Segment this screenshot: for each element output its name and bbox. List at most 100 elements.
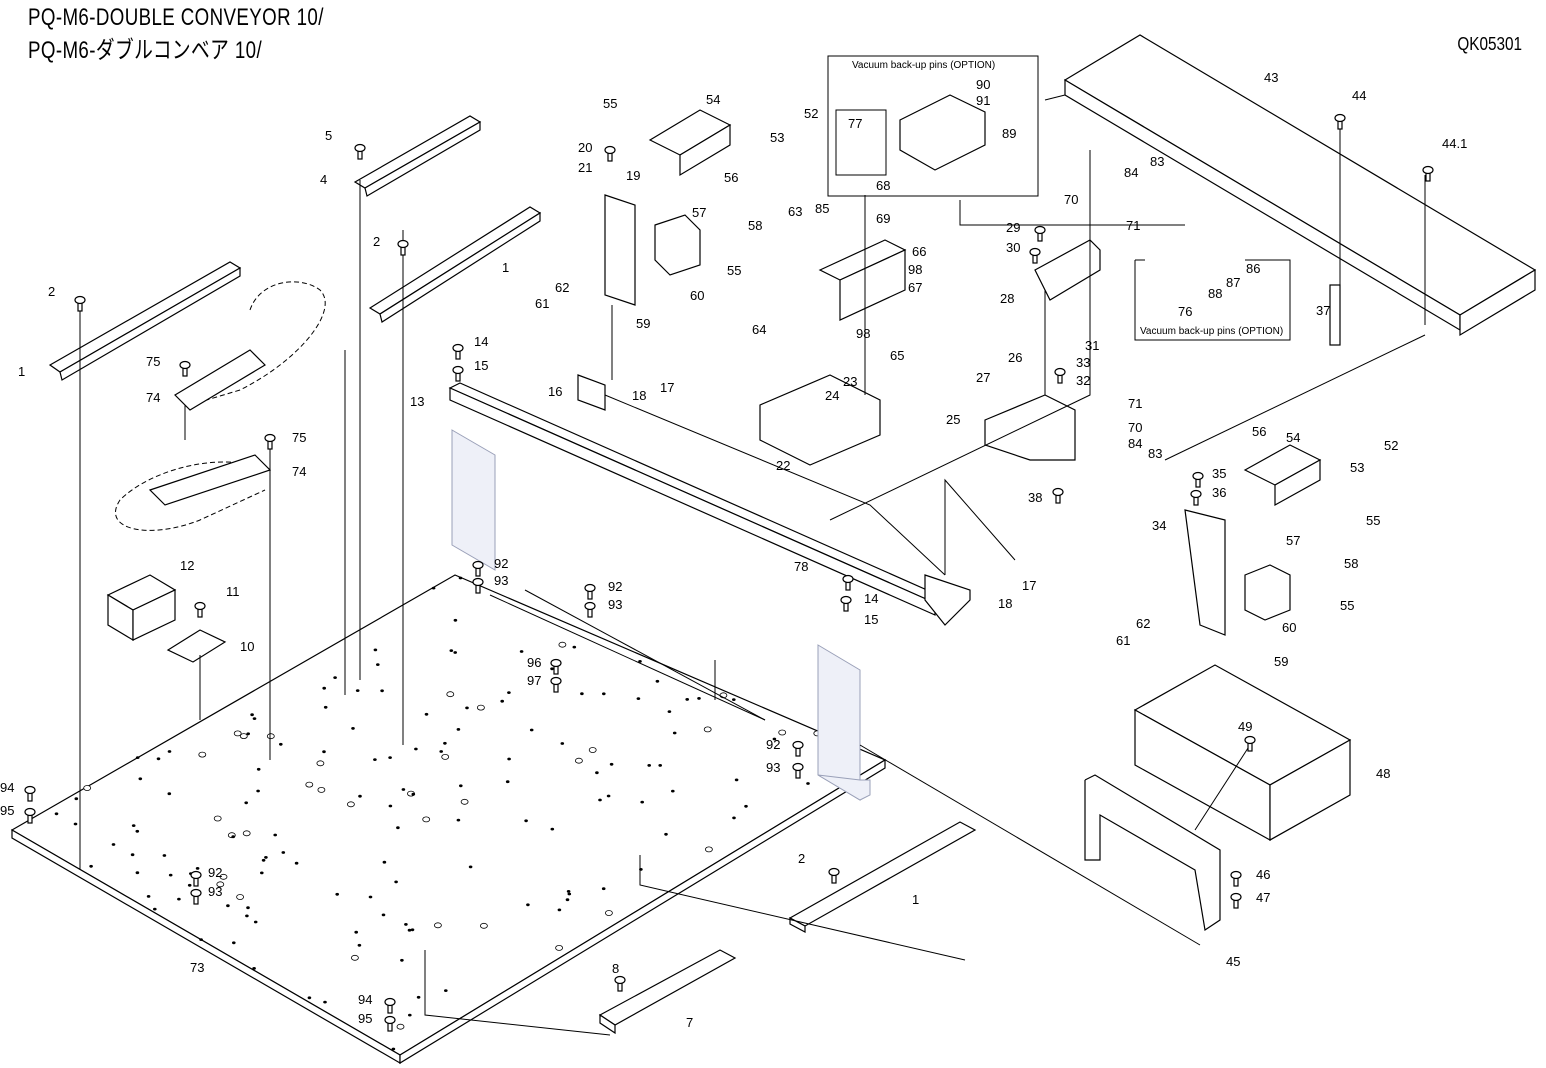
plate-hole [244, 801, 248, 805]
screw-icon [584, 601, 596, 618]
plate-hole [443, 741, 447, 745]
plate-hole [550, 827, 555, 831]
plate-hole [453, 618, 458, 622]
plate-hole [357, 943, 362, 947]
diagram-title-english: PQ-M6-DOUBLE CONVEYOR 10/ [28, 4, 324, 31]
rail-top [353, 115, 482, 197]
part-callout-75: 75 [146, 354, 160, 369]
plate-hole [458, 576, 463, 580]
plate-hole [772, 737, 777, 741]
plate-hole [131, 824, 136, 827]
plate-hole [671, 789, 675, 793]
screw-icon [179, 360, 191, 377]
plate-hole [373, 648, 378, 652]
part-callout-21: 21 [578, 160, 592, 175]
screw-icon [384, 1015, 396, 1032]
plate-hole [323, 1000, 327, 1004]
part-callout-47: 47 [1256, 890, 1270, 905]
screw-icon [550, 676, 562, 693]
plate-hole [697, 697, 701, 700]
plate-hole [358, 794, 362, 798]
plate-hole [560, 742, 565, 745]
plate-hole [524, 819, 528, 823]
plate-hole [294, 861, 299, 865]
part-callout-92: 92 [494, 556, 508, 571]
part-callout-87: 87 [1226, 275, 1240, 290]
plate-hole [456, 728, 461, 731]
plate-hole [500, 699, 505, 703]
part-callout-57: 57 [1286, 533, 1300, 548]
part-callout-83: 83 [1150, 154, 1164, 169]
plate-hole [391, 1047, 396, 1051]
screw-icon [1190, 489, 1202, 506]
plate-hole [256, 767, 261, 771]
part-callout-53: 53 [1350, 460, 1364, 475]
screw-icon [24, 785, 36, 802]
screw-icon [190, 888, 202, 905]
part-callout-74: 74 [146, 390, 160, 405]
plate-hole [444, 989, 448, 992]
plate-hole [566, 890, 571, 893]
plate-hole [414, 747, 418, 751]
part-callout-98: 98 [856, 326, 870, 341]
part-callout-34: 34 [1152, 518, 1166, 533]
screw-icon [828, 867, 840, 884]
plate-hole [408, 1013, 412, 1017]
plate-hole [460, 798, 469, 805]
plate-hole [388, 756, 392, 759]
part-callout-91: 91 [976, 93, 990, 108]
plate-hole [167, 750, 172, 753]
part-callout-68: 68 [876, 178, 890, 193]
plate-hole [638, 660, 642, 663]
plate-hole [322, 750, 326, 754]
plate-hole [138, 777, 143, 781]
screw-icon [264, 433, 276, 450]
plate-hole [266, 733, 275, 740]
plate-hole [479, 922, 488, 929]
plate-hole [602, 692, 606, 696]
part-callout-69: 69 [876, 211, 890, 226]
plate-hole [135, 871, 140, 875]
plate-hole [453, 651, 458, 654]
plate-hole [373, 758, 377, 761]
part-callout-92: 92 [608, 579, 622, 594]
part-callout-23: 23 [843, 374, 857, 389]
part-callout-58: 58 [748, 218, 762, 233]
plate-hole [529, 728, 534, 732]
part-callout-4: 4 [320, 172, 327, 187]
plate-hole [199, 938, 203, 941]
plate-hole [476, 704, 485, 711]
part-callout-29: 29 [1006, 220, 1020, 235]
plate-hole [380, 689, 384, 693]
plate-hole [664, 832, 668, 836]
screw-icon [604, 145, 616, 162]
screw-icon [792, 762, 804, 779]
plate-hole [368, 895, 373, 899]
plate-hole [74, 797, 79, 801]
plate-hole [595, 771, 599, 775]
screw-icon [452, 365, 464, 382]
plate-hole [252, 717, 257, 720]
plate-hole [744, 804, 748, 808]
plate-hole [261, 858, 266, 862]
part-callout-19: 19 [626, 168, 640, 183]
part-callout-92: 92 [766, 737, 780, 752]
plate-hole [333, 676, 337, 679]
part-callout-89: 89 [1002, 126, 1016, 141]
plate-hole [354, 930, 359, 934]
part-callout-16: 16 [548, 384, 562, 399]
part-callout-56: 56 [724, 170, 738, 185]
screw-icon [1054, 367, 1066, 384]
diagram-title-japanese: PQ-M6-ダブルコンベア 10/ [28, 37, 263, 64]
part-callout-28: 28 [1000, 291, 1014, 306]
plate-hole [575, 757, 583, 764]
part-callout-94: 94 [358, 992, 372, 1007]
part-callout-63: 63 [788, 204, 802, 219]
part-callout-45: 45 [1226, 954, 1240, 969]
part-callout-95: 95 [358, 1011, 372, 1026]
part-callout-55: 55 [727, 263, 741, 278]
plate-hole [526, 903, 530, 907]
part-callout-31: 31 [1085, 338, 1099, 353]
part-callout-73: 73 [190, 960, 204, 975]
plate-hole [416, 995, 421, 999]
